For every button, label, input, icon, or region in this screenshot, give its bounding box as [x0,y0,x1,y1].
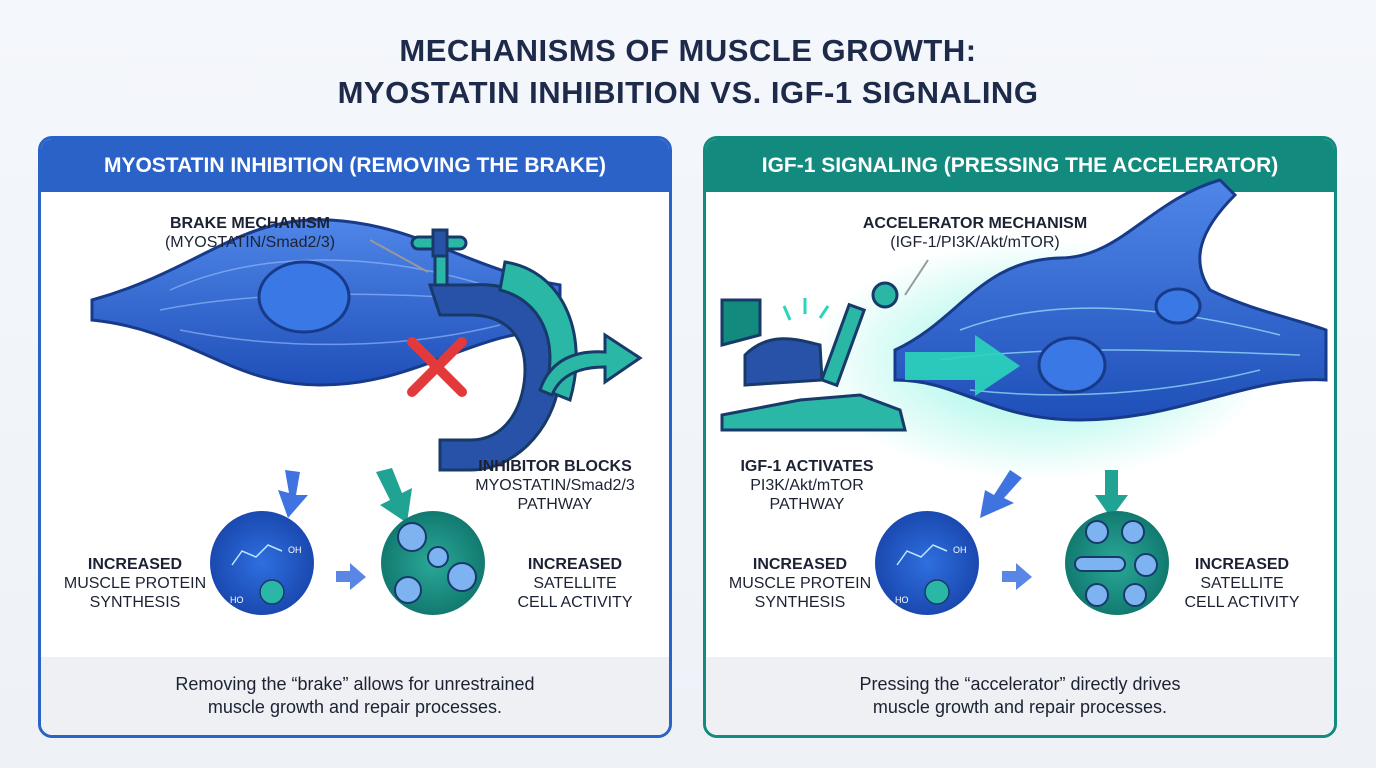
oh-label: OH [288,545,302,555]
ho-label: HO [230,595,244,605]
molecule-icon [231,544,285,605]
down-arrow-icon [278,470,308,518]
down-arrow-icon [1095,470,1128,518]
nucleus [257,260,351,334]
satellite-activity-label: INCREASED SATELLITE CELL ACTIVITY [517,556,633,611]
igf1-activates-label: IGF-1 ACTIVATES PI3K/Akt/mTOR PATHWAY [740,458,874,513]
molecule-icon [896,544,950,605]
right-arrow-icon [1002,563,1032,590]
nucleus [1154,287,1202,325]
accelerator-mechanism-label: ACCELERATOR MECHANISM (IGF-1/PI3K/Akt/mT… [862,215,1088,251]
satellite-cells-icon [394,522,477,604]
brake-mechanism-label: BRAKE MECHANISM (MYOSTATIN/Smad2/3) [164,215,336,251]
satellite-activity-label: INCREASED SATELLITE CELL ACTIVITY [1184,556,1300,611]
myostatin-panel-header: MYOSTATIN INHIBITION (REMOVING THE BRAKE… [41,139,669,192]
igf1-panel-footer: Pressing the “accelerator” directly driv… [706,657,1334,735]
protein-synthesis-label: INCREASED MUSCLE PROTEIN SYNTHESIS [728,556,872,611]
blocked-x-icon [407,337,467,397]
oh-label: OH [953,545,967,555]
myostatin-panel-footer: Removing the “brake” allows for unrestra… [41,657,669,735]
myostatin-panel: MYOSTATIN INHIBITION (REMOVING THE BRAKE… [38,136,672,738]
nucleus [1037,336,1107,394]
igf1-panel-header: IGF-1 SIGNALING (PRESSING THE ACCELERATO… [706,139,1334,192]
satellite-cells-icon [1074,520,1158,607]
protein-synthesis-circle [210,511,314,615]
inhibitor-blocks-label: INHIBITOR BLOCKS MYOSTATIN/Smad2/3 PATHW… [475,458,635,513]
growth-arrow-icon [538,332,643,397]
protein-synthesis-circle [875,511,979,615]
right-arrow-icon [336,563,366,590]
ho-label: HO [895,595,909,605]
page-title: MECHANISMS OF MUSCLE GROWTH: MYOSTATIN I… [337,33,1039,110]
growth-arrow-icon [905,335,1020,396]
accelerator-pedal-icon [720,281,907,432]
down-arrow-icon [980,470,1022,518]
protein-synthesis-label: INCREASED MUSCLE PROTEIN SYNTHESIS [63,556,207,611]
down-arrow-icon [376,468,412,523]
